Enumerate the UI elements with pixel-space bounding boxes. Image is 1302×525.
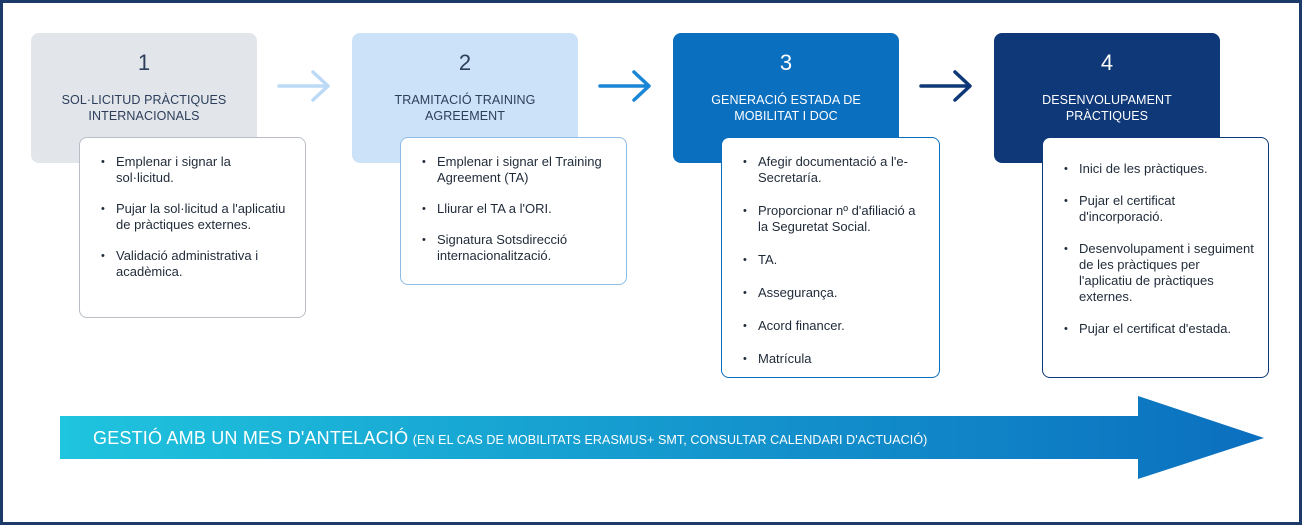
step-1-title: SOL·LICITUD PRÀCTIQUES INTERNACIONALS [61,93,227,123]
list-item: Pujar el certificat d'estada. [1063,321,1254,337]
arrow-right-icon [919,70,972,102]
step-1-details: Emplenar i signar la sol·licitud. Pujar … [79,137,306,318]
list-item: Acord financer. [742,318,925,334]
timeline-main-text: GESTIÓ AMB UN MES D'ANTELACIÓ [93,428,409,448]
list-item: Emplenar i signar el Training Agreement … [421,154,612,186]
arrow-right-icon [277,70,330,102]
step-2-title: TRAMITACIÓ TRAINING AGREEMENT [394,93,536,123]
arrow-right-icon [598,70,651,102]
list-item: Pujar la sol·licitud a l'aplicatiu de pr… [100,201,291,233]
list-item: TA. [742,252,925,268]
step-3-title: GENERACIÓ ESTADA DE MOBILITAT I DOC [711,93,861,123]
step-2-number: 2 [458,50,472,75]
step-3-number: 3 [779,50,793,75]
list-item: Emplenar i signar la sol·licitud. [100,154,291,186]
list-item: Validació administrativa i acadèmica. [100,248,291,280]
timeline-arrow [60,396,1264,479]
step-3-details: Afegir documentació a l'e-Secretaría. Pr… [721,137,940,378]
step-2-details: Emplenar i signar el Training Agreement … [400,137,627,285]
step-4-number: 4 [1100,50,1114,75]
step-4-details: Inici de les pràctiques. Pujar el certif… [1042,137,1269,378]
list-item: Pujar el certificat d'incorporació. [1063,193,1254,225]
list-item: Proporcionar nº d'afiliació a la Seguret… [742,203,925,235]
timeline-label: GESTIÓ AMB UN MES D'ANTELACIÓ (EN EL CAS… [93,426,927,450]
list-item: Matrícula [742,351,925,367]
step-1-number: 1 [137,50,151,75]
list-item: Signatura Sotsdirecció internacionalitza… [421,232,612,264]
list-item: Assegurança. [742,285,925,301]
list-item: Afegir documentació a l'e-Secretaría. [742,154,925,186]
list-item: Desenvolupament i seguiment de les pràct… [1063,241,1254,305]
timeline-note-text: (EN EL CAS DE MOBILITATS ERASMUS+ SMT, C… [412,433,928,447]
step-4-title: DESENVOLUPAMENT PRÀCTIQUES [1042,93,1172,123]
list-item: Inici de les pràctiques. [1063,161,1254,177]
list-item: Lliurar el TA a l'ORI. [421,201,612,217]
